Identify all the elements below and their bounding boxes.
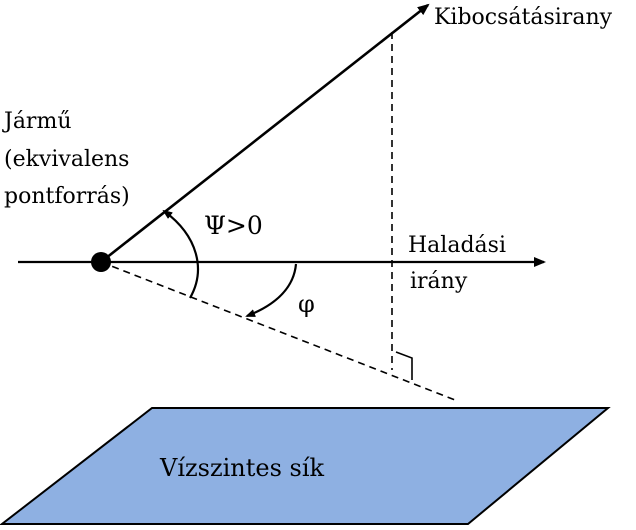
horizontal-plane: [0, 407, 611, 525]
vehicle-label-line3: pontforrás): [4, 184, 130, 209]
psi-angle-arc: [162, 209, 199, 299]
emission-direction-arrow: [100, 3, 430, 264]
psi-angle-label: Ψ>0: [204, 211, 263, 240]
vehicle-label-line2: (ekvivalens: [4, 147, 129, 172]
phi-angle-arc: [245, 263, 298, 318]
travel-direction-label-line1: Haladási: [408, 233, 506, 258]
travel-direction-label-line2: irány: [410, 269, 468, 294]
vehicle-label-line1: Jármű: [2, 109, 71, 134]
emission-direction-label: Kibocsátásirany: [434, 5, 613, 30]
phi-angle-label: φ: [298, 290, 315, 318]
horizontal-plane-label: Vízszintes sík: [159, 454, 325, 482]
vehicle-point-source: [91, 252, 111, 272]
projection-line: [100, 261, 456, 401]
right-angle-marker: [395, 351, 413, 380]
